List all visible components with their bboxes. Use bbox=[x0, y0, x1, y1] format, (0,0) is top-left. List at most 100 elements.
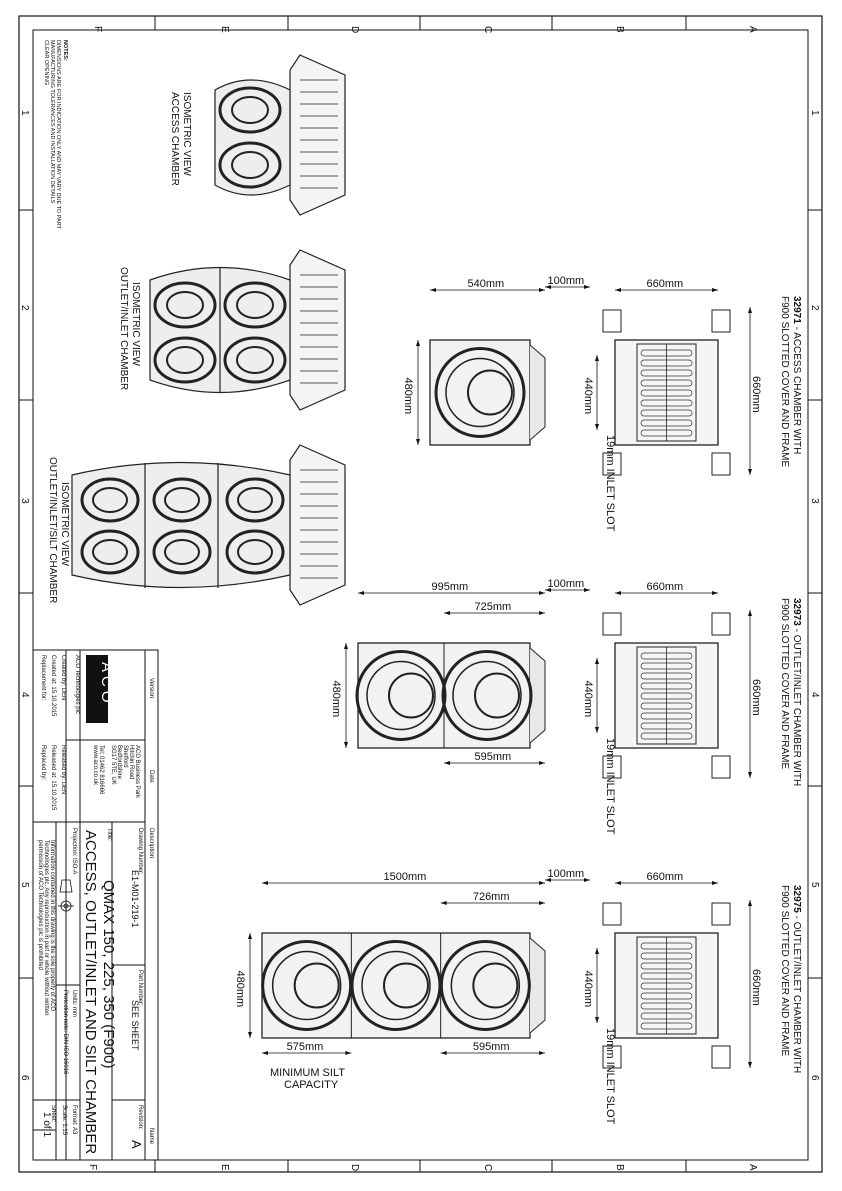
chamber-body bbox=[261, 932, 531, 1039]
released-by: Released by: DEN bbox=[60, 745, 66, 794]
dimension-label: 660mm bbox=[750, 969, 762, 1006]
drawing-number: E1-M01-219-1 bbox=[130, 870, 140, 928]
aco-logo-text: ACO bbox=[98, 662, 115, 707]
zone-number: 4 bbox=[809, 692, 820, 698]
zone-number: 5 bbox=[19, 882, 30, 888]
zone-number: 1 bbox=[19, 110, 30, 116]
plan-view: 660mm 660mm 440mm 19mm INLET SLOT bbox=[582, 278, 762, 532]
chamber-body bbox=[429, 339, 531, 446]
title-block bbox=[32, 649, 159, 1161]
date-label: Date bbox=[148, 770, 154, 783]
version-label: Version bbox=[148, 678, 154, 698]
iso-caption: OUTLET/INLET CHAMBER bbox=[118, 267, 129, 390]
dimension-label: 480mm bbox=[402, 378, 414, 415]
part-number-label: Part Number: bbox=[137, 970, 143, 1006]
zone-letter: A bbox=[747, 1164, 758, 1171]
silt-label: CAPACITY bbox=[284, 1079, 339, 1091]
replaced-by: Replaced by: bbox=[40, 745, 46, 780]
dimension-label: 440mm bbox=[582, 378, 594, 415]
drawing-number-label: Drawing Number: bbox=[137, 828, 143, 875]
pipe-port bbox=[441, 650, 533, 741]
iso-caption: ACCESS CHAMBER bbox=[169, 92, 180, 186]
dimension-label: 440mm bbox=[582, 971, 594, 1008]
description-label: Description bbox=[148, 828, 154, 858]
tel: Tel: 01462 816666 bbox=[98, 745, 104, 795]
inlet-slot-label: 19mm INLET SLOT bbox=[604, 435, 616, 532]
website: www.aco.co.uk bbox=[92, 744, 98, 786]
note-line: DIMENSIONS ARE FOR INDICATION ONLY AND M… bbox=[55, 40, 61, 230]
pipe-port bbox=[218, 141, 282, 189]
revision: A bbox=[129, 1140, 144, 1149]
address-line: ACO Business Park bbox=[134, 745, 140, 799]
zone-letter: B bbox=[614, 26, 625, 33]
zone-ticks bbox=[19, 16, 822, 1172]
zone-letter: F bbox=[92, 26, 103, 32]
dimension-label: 660mm bbox=[647, 278, 684, 290]
view-title-3: 32975 - OUTLET/INLET CHAMBER WITH F900 S… bbox=[779, 885, 802, 1073]
view-title-2: 32973 - OUTLET/INLET CHAMBER WITH F900 S… bbox=[779, 598, 802, 786]
isometric-view-outlet-inlet-silt bbox=[71, 444, 346, 606]
note-line: CLEAR OPENING bbox=[43, 40, 49, 85]
view-title-line: 32975 - OUTLET/INLET CHAMBER WITH bbox=[791, 885, 802, 1073]
left-zone-numbers: 1 2 3 4 5 6 bbox=[19, 110, 30, 1081]
note-line: MANUFACTURING TOLERANCES AND INSTALLATIO… bbox=[49, 40, 55, 204]
dimension-label: 440mm bbox=[582, 681, 594, 718]
dimension-label: 725mm bbox=[475, 601, 512, 613]
dimension-label: 100mm bbox=[548, 275, 585, 287]
zone-number: 3 bbox=[809, 498, 820, 504]
dimension-label: 575mm bbox=[287, 1041, 324, 1053]
dimension-label: 595mm bbox=[475, 751, 512, 763]
zone-number: 1 bbox=[809, 110, 820, 116]
drawing-title: ACCESS, OUTLET/INLET AND SILT CHAMBER bbox=[82, 830, 99, 1154]
zone-letter: D bbox=[349, 26, 360, 33]
pipe-port bbox=[439, 940, 531, 1031]
zone-number: 6 bbox=[19, 1075, 30, 1081]
zone-letter: E bbox=[219, 26, 230, 33]
right-zone-numbers: 1 2 3 4 5 6 bbox=[809, 110, 820, 1081]
drawing-title: QMAX 150, 225, 350 (F900) bbox=[100, 880, 117, 1068]
title-block-text: Version Date Description Name ACO ACO Te… bbox=[37, 655, 154, 1154]
dimension-label: 660mm bbox=[647, 581, 684, 593]
confidential-line: permission of ACO Technologies plc is pr… bbox=[37, 840, 43, 970]
units: Units: mm bbox=[71, 990, 77, 1017]
isometric-view-outlet-inlet bbox=[149, 249, 346, 411]
dimension-label: 1500mm bbox=[384, 871, 427, 883]
dimension-label: 726mm bbox=[473, 891, 510, 903]
format: Format: A3 bbox=[71, 1105, 77, 1135]
dimension-label: 595mm bbox=[473, 1041, 510, 1053]
inlet-slot-label: 19mm INLET SLOT bbox=[604, 1028, 616, 1125]
iso-caption: ISOMETRIC VIEW bbox=[130, 282, 141, 366]
replacement-for: Replacement for: bbox=[40, 655, 46, 701]
projection: Projection: ISO-A bbox=[71, 828, 77, 874]
notes-heading: NOTES: bbox=[62, 40, 68, 61]
dimension-label: 660mm bbox=[750, 376, 762, 413]
inlet-slot-label: 19mm INLET SLOT bbox=[604, 738, 616, 835]
pipe-port bbox=[434, 347, 526, 438]
title-label: Title: bbox=[106, 828, 112, 841]
pipe-port bbox=[218, 86, 282, 134]
zone-number: 2 bbox=[19, 305, 30, 311]
zone-number: 3 bbox=[19, 498, 30, 504]
zone-number: 2 bbox=[809, 305, 820, 311]
address-line: SG17 5TE, UK bbox=[110, 745, 116, 785]
released-at: Released at: 15.10.2015 bbox=[50, 745, 56, 811]
zone-number: 6 bbox=[809, 1075, 820, 1081]
notes-block: NOTES: DIMENSIONS ARE FOR INDICATION ONL… bbox=[43, 40, 68, 230]
confidential-line: Technologies plc. Any reproduction in pa… bbox=[43, 840, 49, 1015]
company-name: ACO Technologies plc bbox=[74, 655, 80, 714]
zone-letter: B bbox=[614, 1164, 625, 1171]
grating-slots bbox=[300, 79, 338, 189]
address-line: Shefford bbox=[122, 745, 128, 768]
sheet: 1 of 1 bbox=[41, 1112, 52, 1137]
scale: Scale: 1:15 bbox=[61, 1105, 67, 1136]
isometric-view-access bbox=[214, 54, 346, 216]
view-title-line: F900 SLOTTED COVER AND FRAME bbox=[779, 296, 790, 467]
view-title-line: F900 SLOTTED COVER AND FRAME bbox=[779, 885, 790, 1056]
address-line: Bedfordshire bbox=[116, 745, 122, 780]
revision-label: Revision: bbox=[137, 1105, 143, 1130]
